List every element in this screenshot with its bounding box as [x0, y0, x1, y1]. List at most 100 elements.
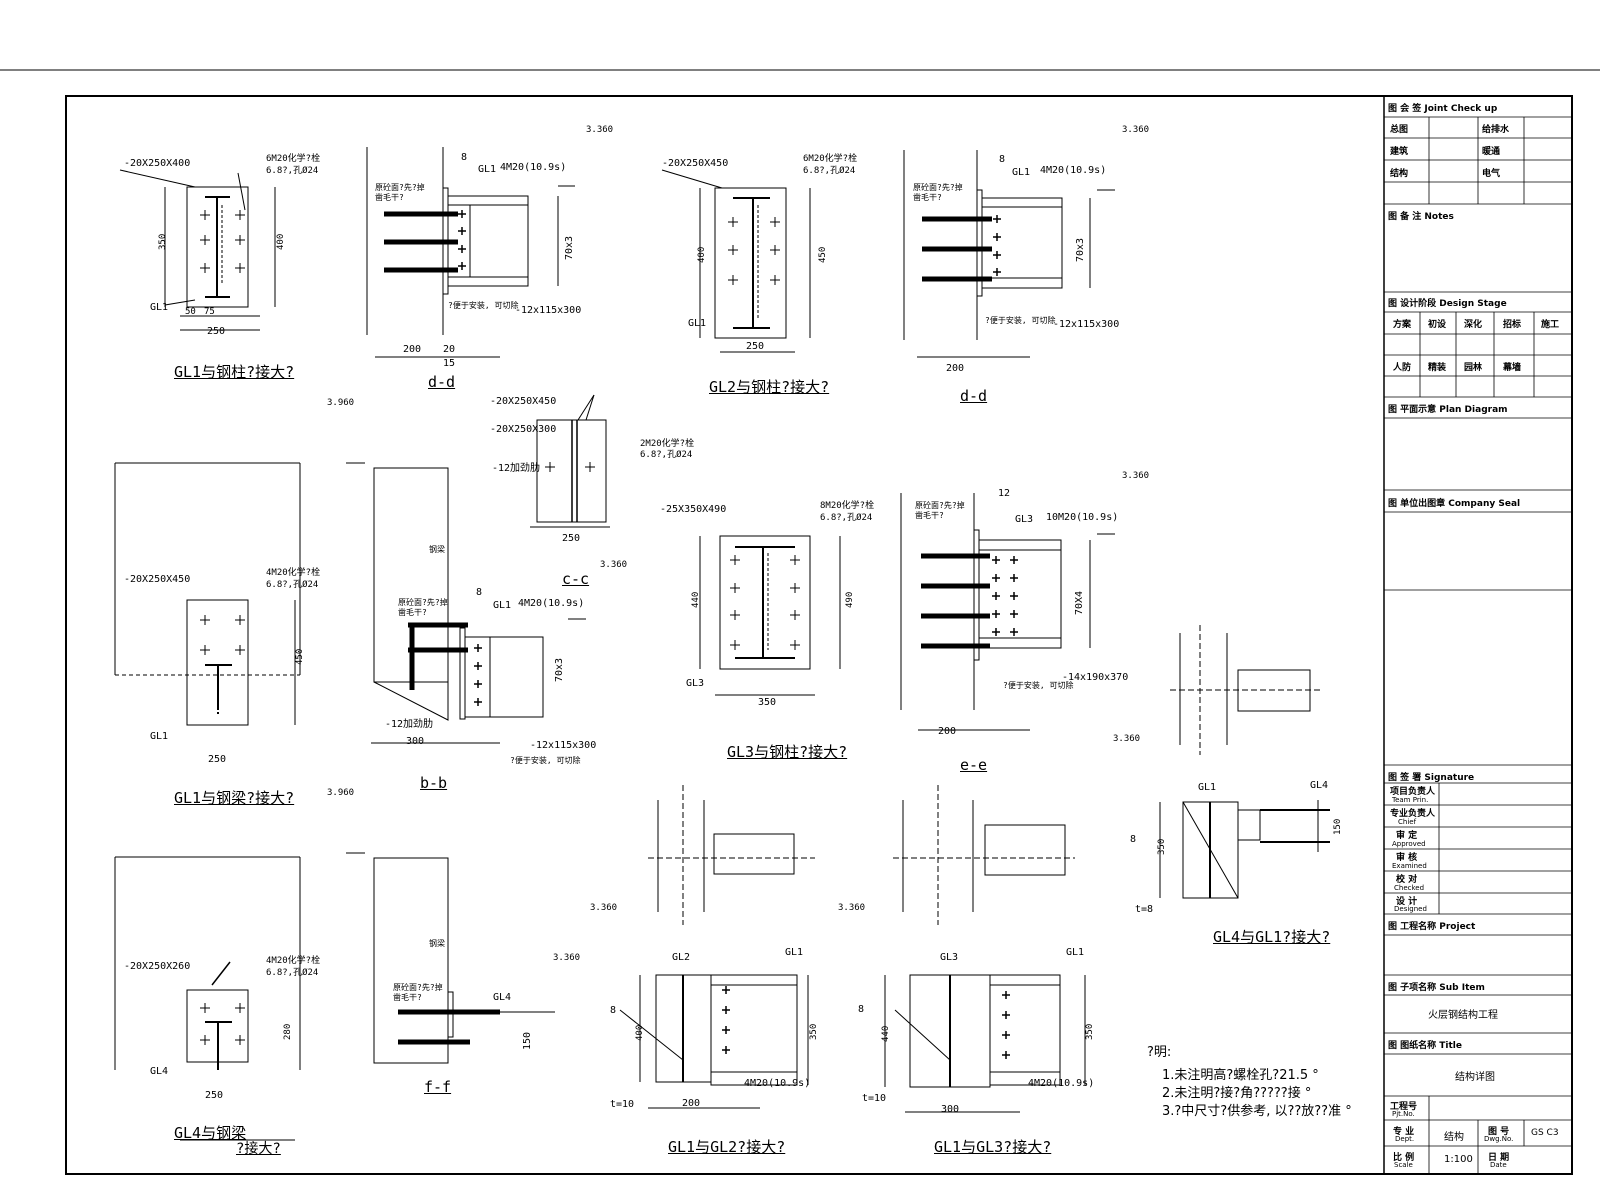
caption-dd-2: d-d — [960, 387, 988, 405]
dim-350-gl3: 350 — [758, 697, 776, 708]
dim-200-dd1: 200 — [403, 344, 421, 355]
caption-dd-1: d-d — [428, 373, 456, 391]
bolt-label-gl2: 6M20化学?栓 — [803, 152, 857, 164]
gl1-gl3-section — [884, 974, 1086, 1113]
dim-450-gl1-beam: 450 — [295, 649, 305, 665]
clean-note-ff: 原砼面?先?掉 — [393, 982, 443, 992]
dim-250-gl1-beam: 250 — [208, 754, 226, 765]
tb-stage-2: 深化 — [1464, 320, 1483, 330]
section-bb — [346, 462, 586, 744]
dim-350-gl1-col: 350 — [158, 234, 168, 250]
tb-role-2-en: Approved — [1392, 840, 1426, 848]
cc-plate-b: -20X250X300 — [490, 424, 556, 435]
clean-note-ee: 原砼面?先?掉 — [915, 500, 965, 510]
elev-ee: 3.360 — [1122, 471, 1149, 481]
gl4-gl1-plan — [1170, 625, 1320, 755]
tb-discipline-2: 建筑 — [1390, 147, 1409, 157]
tb-scale-value: 1:100 — [1444, 1154, 1473, 1165]
caption-gl1-gl2: GL1与GL2?接大? — [668, 1138, 786, 1156]
dim-350-gl3sec: 350 — [1085, 1024, 1095, 1040]
tb-project-no: 工程号 — [1390, 1102, 1418, 1112]
gl1-tag-dd1: GL1 — [478, 164, 496, 175]
tb-discipline-4: 结构 — [1390, 169, 1409, 179]
gl4-tag-ff: GL4 — [493, 992, 511, 1003]
elev-b-1: 3.960 — [327, 398, 354, 408]
tb-role-5-en: Designed — [1394, 905, 1427, 913]
plate-label-gl3: -25X350X490 — [660, 504, 726, 515]
caption-ff: f-f — [424, 1078, 452, 1096]
bolt-spec-gl1-beam: 6.8?,孔Ø24 — [266, 579, 318, 590]
tb-role-3: 审 核 — [1396, 853, 1418, 863]
gl3-tag-col: GL3 — [686, 678, 704, 689]
bolt-109-dd1: 4M20(10.9s) — [500, 162, 566, 173]
gl1-column-connection-elevation — [119, 169, 276, 331]
tb-dept-value: 结构 — [1444, 1132, 1464, 1143]
section-ee — [900, 493, 1115, 731]
t8-gl4gl1: t=8 — [1135, 904, 1153, 915]
install-note-ee: ?便于安装, 可切除 — [1003, 680, 1073, 690]
tb-sub-item-label: 图 子项名称 Sub Item — [1388, 983, 1485, 993]
dim-200-dd2: 200 — [946, 363, 964, 374]
gl4-tag-gl4gl1: GL4 — [1310, 780, 1328, 791]
tb-title-label: 图 图纸名称 Title — [1388, 1041, 1462, 1051]
plate-label-gl1-col: -20X250X400 — [124, 158, 190, 169]
dim-70x3-dd2: 70x3 — [1075, 238, 1086, 262]
bolt-109-bb: 4M20(10.9s) — [518, 598, 584, 609]
plate-label-gl4: -20X250X260 — [124, 961, 190, 972]
caption-gl4-gl1: GL4与GL1?接大? — [1213, 928, 1331, 946]
tb-role-1-en: Chief — [1398, 818, 1417, 826]
dim-20-dd1: 20 — [443, 344, 455, 355]
bolt-label-gl3: 8M20化学?栓 — [820, 499, 874, 511]
caption-gl1-gl3: GL1与GL3?接大? — [934, 1138, 1052, 1156]
tb-dwg-no-en: Dwg.No. — [1484, 1135, 1514, 1143]
gl1-tag-gl4gl1: GL1 — [1198, 782, 1216, 793]
gl1-beam-connection-elevation — [114, 462, 301, 726]
cc-bolt-spec: 6.8?,孔Ø24 — [640, 449, 692, 460]
gl1-tag-bb: GL1 — [493, 600, 511, 611]
elev-b-2: 3.960 — [327, 788, 354, 798]
tb-role-0-en: Team Prin. — [1392, 796, 1429, 804]
gl3-tag-ee: GL3 — [1015, 514, 1033, 525]
elev-gl1gl3-plan: 3.360 — [838, 903, 865, 913]
clean-note-ee-b: 凿毛干? — [915, 510, 944, 520]
tb-discipline-3: 暖通 — [1482, 147, 1501, 157]
bolt-109-dd2: 4M20(10.9s) — [1040, 165, 1106, 176]
tb-date-en: Date — [1490, 1161, 1507, 1169]
bolt-spec-gl3: 6.8?,孔Ø24 — [820, 512, 872, 523]
tb-company-seal: 图 单位出图章 Company Seal — [1388, 499, 1521, 509]
dim-250-gl2: 250 — [746, 341, 764, 352]
plate-190-ee: -14x190x370 — [1062, 672, 1128, 683]
dim-70x4-ee: 70X4 — [1074, 591, 1085, 615]
weld-8-gl4gl1: 8 — [1130, 834, 1136, 845]
clean-note-dd1: 原砼面?先?掉 — [375, 182, 425, 192]
tb-notes: 图 备 注 Notes — [1388, 212, 1454, 222]
caption-ee: e-e — [960, 756, 988, 774]
t10-gl3sec: t=10 — [862, 1093, 886, 1104]
dim-75-gl1-col: 75 — [204, 307, 215, 317]
tb-stage-0: 方案 — [1393, 320, 1412, 330]
gl2-tag-sec: GL2 — [672, 952, 690, 963]
elev-ff: 3.360 — [553, 953, 580, 963]
note-item-2: 2.未注明?接?角?????接 ° — [1162, 1086, 1312, 1101]
dim-440-gl3sec: 440 — [881, 1026, 891, 1042]
install-note-dd1: ?便于安装, 可切除 — [448, 300, 518, 310]
bolt-109-ee: 10M20(10.9s) — [1046, 512, 1118, 523]
tb-role-2: 审 定 — [1396, 831, 1418, 841]
plate-115-dd1: -12x115x300 — [515, 305, 581, 316]
caption-gl1-column: GL1与钢柱?接大? — [174, 363, 295, 381]
t10-gl2sec: t=10 — [610, 1099, 634, 1110]
tb-role-4-en: Checked — [1394, 884, 1425, 892]
tb-stage-6: 精装 — [1428, 363, 1447, 373]
note-item-3: 3.?中尺寸?供参考, 以??放??准 ° — [1162, 1104, 1352, 1119]
tb-dwg-no-value: GS C3 — [1531, 1128, 1559, 1138]
weld-8-dd1: 8 — [461, 152, 467, 163]
cc-bolt: 2M20化学?栓 — [640, 437, 694, 449]
gl4-beam-connection-elevation — [114, 856, 301, 1141]
dim-150-gl4gl1: 150 — [1333, 819, 1343, 835]
bolt-spec-gl4: 6.8?,孔Ø24 — [266, 967, 318, 978]
dim-15-dd1: 15 — [443, 358, 455, 369]
gl1-tag-gl2sec: GL1 — [785, 947, 803, 958]
tb-plan-diagram: 图 平面示意 Plan Diagram — [1388, 405, 1508, 415]
rib-12-bb: -12加劲肋 — [385, 717, 433, 730]
